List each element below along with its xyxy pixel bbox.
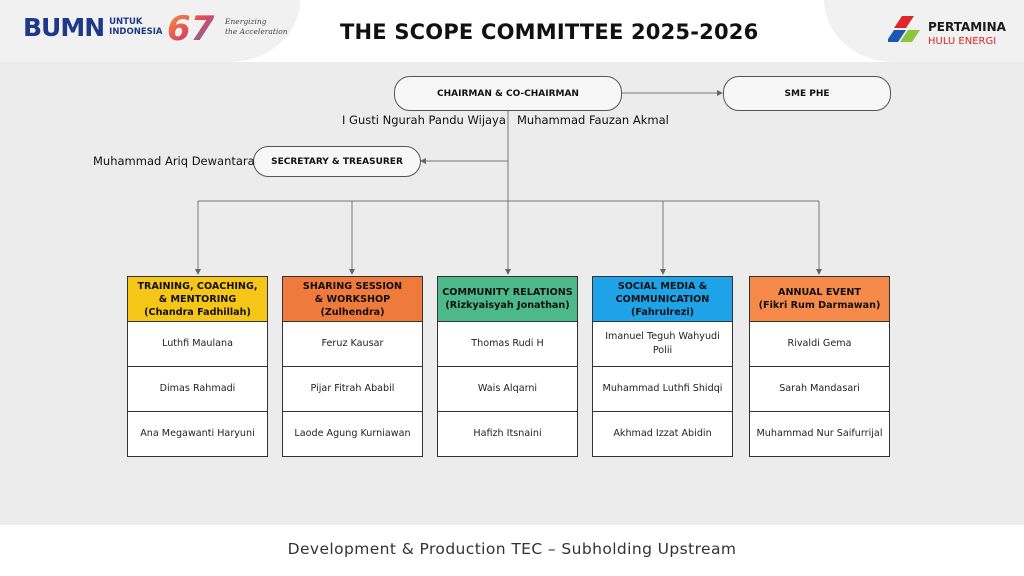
member-cell: Hafizh Itsnaini [437, 412, 578, 457]
dept-header-line: SHARING SESSION [302, 280, 403, 292]
company-subtitle: HULU ENERGI [928, 36, 997, 47]
footer-text: Development & Production TEC – Subholdin… [287, 540, 737, 558]
anniversary-number: 67 [167, 10, 215, 44]
dept-header: TRAINING, COACHING,& MENTORING(Chandra F… [127, 276, 268, 322]
member-cell: Laode Agung Kurniawan [282, 412, 423, 457]
tagline: Energizing the Acceleration [225, 17, 288, 37]
member-cell: Imanuel Teguh Wahyudi Polii [592, 322, 733, 367]
secretary-name: Muhammad Ariq Dewantara [93, 154, 255, 168]
dept-header-line: (Zulhendra) [320, 306, 385, 318]
member-cell: Akhmad Izzat Abidin [592, 412, 733, 457]
bumn-sub-line-1: UNTUK [109, 17, 143, 27]
dept-header-line: SOCIAL MEDIA & [617, 280, 708, 292]
sme-box: SME PHE [723, 76, 891, 111]
anniversary-67-icon: 67 [167, 10, 215, 44]
dept-social-media: SOCIAL MEDIA &COMMUNICATION(Fahrulrezi)I… [592, 276, 733, 457]
member-cell: Luthfi Maulana [127, 322, 268, 367]
page-title: THE SCOPE COMMITTEE 2025-2026 [340, 20, 759, 44]
dept-header-line: TRAINING, COACHING, [137, 280, 258, 292]
dept-header: SOCIAL MEDIA &COMMUNICATION(Fahrulrezi) [592, 276, 733, 322]
member-cell: Feruz Kausar [282, 322, 423, 367]
chairman-name: I Gusti Ngurah Pandu Wijaya [342, 113, 506, 127]
dept-header-line: (Fahrulrezi) [630, 306, 695, 318]
dept-header-line: COMMUNICATION [615, 293, 710, 305]
member-cell: Dimas Rahmadi [127, 367, 268, 412]
dept-header-line: (Rizkyaisyah Jonathan) [445, 300, 570, 311]
bumn-sub-line-2: INDONESIA [109, 27, 163, 37]
secretary-box: SECRETARY & TREASURER [253, 146, 421, 177]
member-cell: Muhammad Luthfi Shidqi [592, 367, 733, 412]
bumn-logo-subtext: UNTUK INDONESIA [109, 17, 162, 37]
tagline-line-1: Energizing [225, 17, 267, 26]
dept-header: ANNUAL EVENT (Fikri Rum Darmawan) [749, 276, 890, 322]
member-cell: Rivaldi Gema [749, 322, 890, 367]
dept-header-line: & MENTORING [158, 293, 237, 305]
header-bar: BUMN UNTUK INDONESIA 67 Energizing [0, 0, 1024, 62]
header-right-panel [824, 0, 1024, 62]
pertamina-arrow-icon [888, 16, 920, 42]
member-cell: Thomas Rudi H [437, 322, 578, 367]
member-cell: Sarah Mandasari [749, 367, 890, 412]
dept-header: COMMUNITY RELATIONS (Rizkyaisyah Jonathan… [437, 276, 578, 322]
chairman-box: CHAIRMAN & CO-CHAIRMAN [394, 76, 622, 111]
dept-header-line: COMMUNITY RELATIONS [442, 287, 573, 298]
dept-sharing-session: SHARING SESSION& WORKSHOP(Zulhendra)Feru… [282, 276, 423, 457]
co-chairman-name: Muhammad Fauzan Akmal [517, 113, 669, 127]
dept-header: SHARING SESSION& WORKSHOP(Zulhendra) [282, 276, 423, 322]
dept-annual-event: ANNUAL EVENT (Fikri Rum Darmawan) Rivaldi … [749, 276, 890, 457]
dept-training: TRAINING, COACHING,& MENTORING(Chandra F… [127, 276, 268, 457]
member-cell: Muhammad Nur Saifurrijal [749, 412, 890, 457]
dept-header-line: & WORKSHOP [314, 293, 391, 305]
bumn-logo-word: BUMN [23, 12, 105, 42]
footer-bar [0, 525, 1024, 576]
tagline-line-2: the Acceleration [225, 27, 288, 36]
header-left-panel [0, 0, 300, 62]
dept-header-line: ANNUAL EVENT [778, 287, 861, 298]
company-name: PERTAMINA [928, 20, 1006, 34]
dept-header-line: (Fikri Rum Darmawan) [758, 300, 881, 311]
member-cell: Ana Megawanti Haryuni [127, 412, 268, 457]
member-cell: Wais Alqarni [437, 367, 578, 412]
anniversary-logo: 67 Energizing the Acceleration [166, 10, 288, 44]
dept-header-line: (Chandra Fadhillah) [144, 306, 251, 318]
dept-community-relations: COMMUNITY RELATIONS (Rizkyaisyah Jonathan… [437, 276, 578, 457]
bumn-logo: BUMN UNTUK INDONESIA [23, 12, 163, 42]
member-cell: Pijar Fitrah Ababil [282, 367, 423, 412]
